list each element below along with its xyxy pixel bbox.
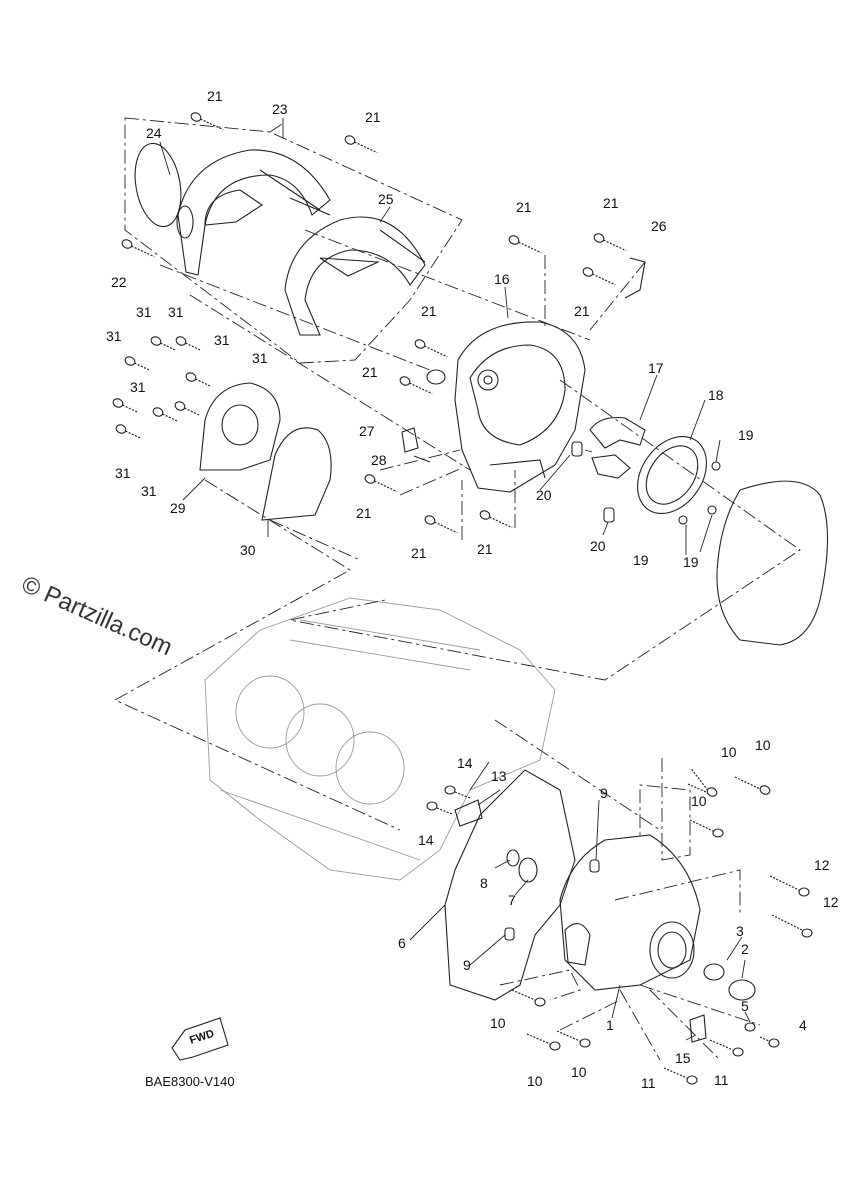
callout: 13 bbox=[491, 768, 507, 784]
part-17-plate bbox=[589, 416, 646, 479]
callout: 7 bbox=[508, 892, 516, 908]
callout: 20 bbox=[536, 487, 552, 503]
callout: 21 bbox=[411, 545, 427, 561]
part-23-cover bbox=[176, 149, 331, 276]
callout: 27 bbox=[359, 423, 375, 439]
callout: 31 bbox=[168, 304, 184, 320]
callout: 10 bbox=[691, 793, 707, 809]
callout: 31 bbox=[115, 465, 131, 481]
callout: 31 bbox=[252, 350, 268, 366]
part-24-gasket bbox=[134, 142, 182, 228]
callout: 20 bbox=[590, 538, 606, 554]
callout: 9 bbox=[463, 957, 471, 973]
callout: 23 bbox=[272, 101, 288, 117]
part-1-cover bbox=[559, 834, 701, 991]
callout: 24 bbox=[146, 125, 162, 141]
callout: 10 bbox=[490, 1015, 506, 1031]
callout: 31 bbox=[141, 483, 157, 499]
leader-lines bbox=[114, 118, 801, 1061]
callout-labels: 21 23 21 24 25 22 21 21 26 16 21 31 31 3… bbox=[106, 88, 839, 1091]
part-25-inner-cover bbox=[284, 216, 426, 336]
callout: 16 bbox=[494, 271, 510, 287]
callout: 21 bbox=[477, 541, 493, 557]
part-29-cover bbox=[199, 382, 281, 471]
part-6-gasket bbox=[444, 769, 576, 1001]
callout: 10 bbox=[527, 1073, 543, 1089]
part-16-crankcase-cover bbox=[454, 321, 586, 493]
callout: 26 bbox=[651, 218, 667, 234]
callout: 11 bbox=[714, 1072, 729, 1088]
fwd-label: FWD bbox=[188, 1028, 216, 1047]
callout: 1 bbox=[606, 1017, 614, 1033]
callout: 25 bbox=[378, 191, 394, 207]
bolts bbox=[112, 112, 813, 1085]
callout: 10 bbox=[755, 737, 771, 753]
callout: 21 bbox=[516, 199, 532, 215]
callout: 19 bbox=[633, 552, 649, 568]
callout: 29 bbox=[170, 500, 186, 516]
callout: 21 bbox=[574, 303, 590, 319]
callout: 31 bbox=[214, 332, 230, 348]
callout: 21 bbox=[365, 109, 381, 125]
callout: 12 bbox=[814, 857, 830, 873]
watermark: © Partzilla.com bbox=[18, 571, 177, 661]
callout: 19 bbox=[683, 554, 699, 570]
callout: 22 bbox=[111, 274, 127, 290]
callout: 28 bbox=[371, 452, 387, 468]
callout: 2 bbox=[741, 941, 749, 957]
part-18-seal bbox=[637, 435, 707, 515]
callout: 11 bbox=[641, 1075, 656, 1091]
large-gasket bbox=[716, 480, 828, 646]
callout: 12 bbox=[823, 894, 839, 910]
callout: 19 bbox=[738, 427, 754, 443]
callout: 31 bbox=[136, 304, 152, 320]
callout: 21 bbox=[603, 195, 619, 211]
callout: 4 bbox=[799, 1017, 807, 1033]
callout: 21 bbox=[207, 88, 223, 104]
callout: 18 bbox=[708, 387, 724, 403]
callout: 14 bbox=[457, 755, 473, 771]
callout: 21 bbox=[356, 505, 372, 521]
callout: 8 bbox=[480, 875, 488, 891]
callout: 5 bbox=[741, 998, 749, 1014]
callout: 21 bbox=[421, 303, 437, 319]
callout: 6 bbox=[398, 935, 406, 951]
callout: 30 bbox=[240, 542, 256, 558]
callout: 31 bbox=[130, 379, 146, 395]
callout: 17 bbox=[648, 360, 664, 376]
callout: 14 bbox=[418, 832, 434, 848]
callout: 3 bbox=[736, 923, 744, 939]
fwd-arrow-icon: FWD bbox=[171, 1017, 229, 1061]
callout: 31 bbox=[106, 328, 122, 344]
part-30-gasket bbox=[261, 427, 332, 521]
callout: 10 bbox=[721, 744, 737, 760]
callout: 21 bbox=[362, 364, 378, 380]
callout: 9 bbox=[600, 785, 608, 801]
callout: 15 bbox=[675, 1050, 691, 1066]
diagram-code: BAE8300-V140 bbox=[145, 1074, 235, 1089]
engine-block bbox=[204, 597, 556, 881]
callout: 10 bbox=[571, 1064, 587, 1080]
